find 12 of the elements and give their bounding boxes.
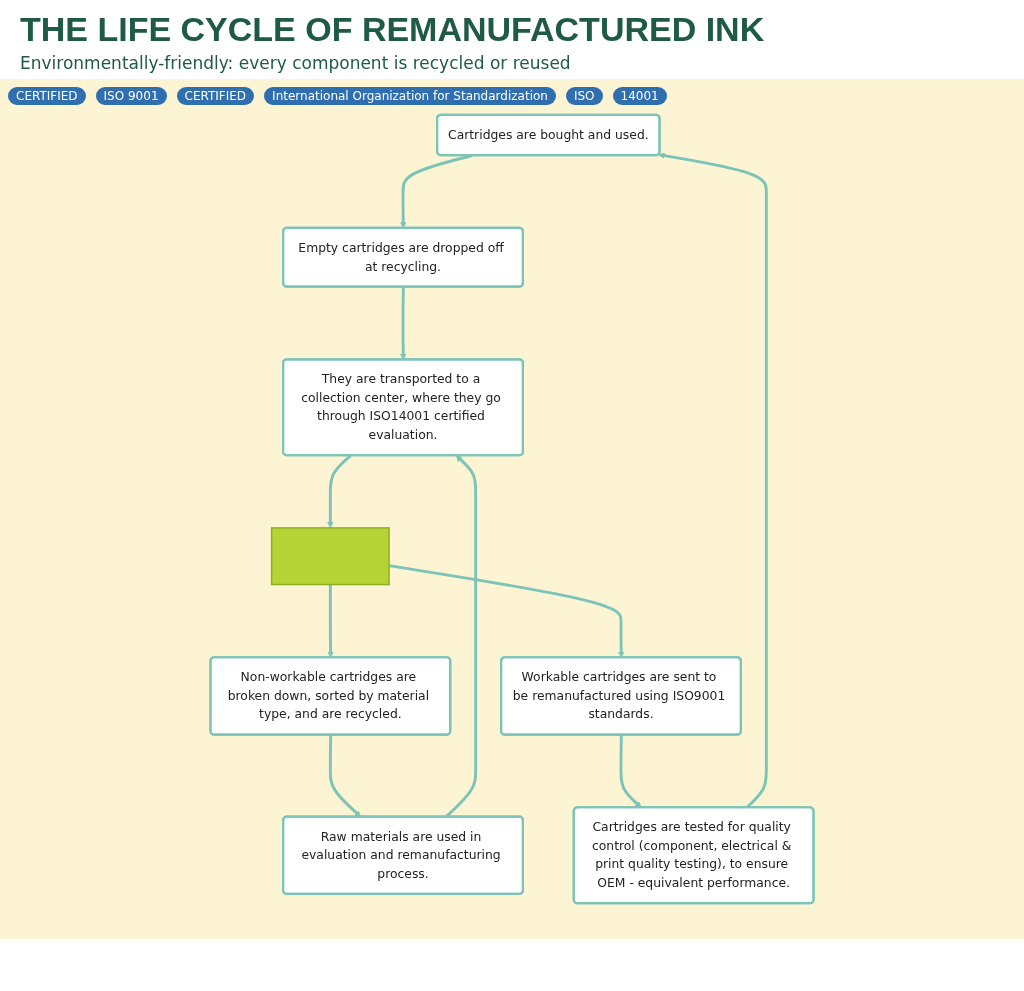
badge-text: 14001 [612, 87, 667, 105]
node-box [270, 527, 390, 586]
badge-text: CERTIFIED [8, 87, 86, 105]
arrow [327, 584, 334, 658]
badge-text: ISO 9001 [95, 87, 167, 105]
arrow [619, 734, 642, 808]
badge-text: International Organization for Standardization [264, 87, 556, 105]
subtitle: Environmentally-friendly: every component is recycled or reused [20, 53, 572, 73]
badge-text: CERTIFIED [176, 87, 255, 105]
title: THE LIFE CYCLE OF REMANUFACTURED INK [20, 10, 766, 49]
badge-text: ISO [565, 87, 603, 105]
arrow [400, 287, 407, 360]
